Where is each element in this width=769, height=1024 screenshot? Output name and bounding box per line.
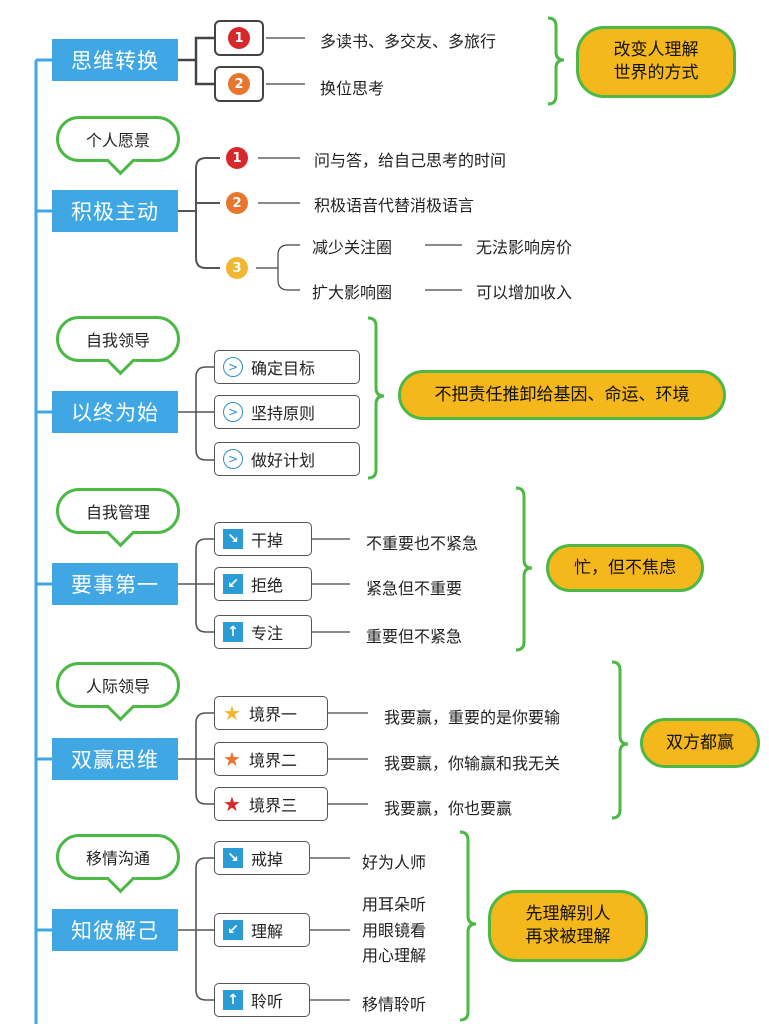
star-icon: ★ bbox=[223, 701, 241, 725]
arrow-down-left-icon: ↙ bbox=[223, 574, 243, 594]
habit-node-begin-with-end[interactable]: 以终为始 bbox=[52, 391, 178, 433]
item-text: 好为人师 bbox=[362, 853, 427, 872]
item-text: 不重要也不紧急 bbox=[366, 534, 479, 553]
sub-item-label: 拒绝 bbox=[251, 576, 284, 595]
sub-item-box[interactable]: > 确定目标 bbox=[214, 350, 360, 384]
sub-item-label: 境界一 bbox=[248, 705, 297, 724]
bubble-label: 个人愿景 bbox=[56, 116, 180, 162]
item-text: 积极语音代替消极语言 bbox=[314, 196, 475, 215]
item-badge-1: 1 bbox=[214, 20, 264, 56]
number-three-icon: 3 bbox=[226, 257, 248, 279]
habit-node-be-proactive[interactable]: 积极主动 bbox=[52, 190, 178, 232]
item-text-line: 用心理解 bbox=[362, 946, 427, 966]
item-text: 多读书、多交友、多旅行 bbox=[320, 32, 497, 51]
sub-item-box[interactable]: ★ 境界二 bbox=[214, 742, 328, 776]
item-text: 问与答，给自己思考的时间 bbox=[314, 151, 507, 170]
habit-node-first-things-first[interactable]: 要事第一 bbox=[52, 563, 178, 605]
sub-item-box[interactable]: > 坚持原则 bbox=[214, 395, 360, 429]
sub-item-label: 专注 bbox=[251, 624, 284, 643]
sub-item-label: 扩大影响圈 bbox=[312, 283, 393, 302]
sub-item-box[interactable]: ★ 境界三 bbox=[214, 787, 328, 821]
sub-item-box[interactable]: ↘ 戒掉 bbox=[214, 841, 310, 875]
number-one-icon: 1 bbox=[226, 147, 248, 169]
summary-pill: 忙，但不焦虑 bbox=[546, 544, 704, 592]
summary-pill: 双方都赢 bbox=[640, 718, 760, 768]
arrow-down-left-icon: ↙ bbox=[223, 920, 243, 940]
sub-item-label: 干掉 bbox=[251, 531, 284, 550]
habit-node-mindset-shift[interactable]: 思维转换 bbox=[52, 39, 178, 81]
arrow-up-icon: ↑ bbox=[223, 990, 243, 1010]
sub-item-label: 聆听 bbox=[251, 992, 284, 1011]
item-text: 我要赢，重要的是你要输 bbox=[384, 708, 561, 727]
sub-item-label: 坚持原则 bbox=[251, 404, 316, 423]
arrow-down-right-icon: ↘ bbox=[223, 529, 243, 549]
sub-item-label: 境界二 bbox=[248, 751, 297, 770]
item-text: 我要赢，你也要赢 bbox=[384, 799, 513, 818]
sub-item-label: 减少关注圈 bbox=[312, 238, 393, 257]
item-text-lines: 用耳朵听 用眼镜看 用心理解 bbox=[362, 892, 426, 969]
chevron-right-icon: > bbox=[223, 449, 243, 469]
item-text: 我要赢，你输赢和我无关 bbox=[384, 754, 561, 773]
sub-item-box[interactable]: > 做好计划 bbox=[214, 442, 360, 476]
habit-node-think-win-win[interactable]: 双赢思维 bbox=[52, 738, 178, 780]
sub-item-label: 做好计划 bbox=[251, 451, 316, 470]
sub-item-label: 确定目标 bbox=[251, 359, 316, 378]
sub-item-label: 境界三 bbox=[248, 796, 297, 815]
sub-item-box[interactable]: ↙ 拒绝 bbox=[214, 567, 312, 601]
item-badge-2: 2 bbox=[214, 66, 264, 102]
habit-node-seek-first-to-understand[interactable]: 知彼解己 bbox=[52, 909, 178, 951]
sub-item-box[interactable]: ↑ 专注 bbox=[214, 615, 312, 649]
sub-item-box[interactable]: ★ 境界一 bbox=[214, 696, 328, 730]
summary-pill: 先理解别人 再求被理解 bbox=[488, 890, 648, 962]
item-text-line: 用眼镜看 bbox=[362, 920, 427, 940]
number-two-icon: 2 bbox=[226, 192, 248, 214]
item-text: 换位思考 bbox=[320, 79, 385, 98]
item-text: 移情聆听 bbox=[362, 995, 427, 1014]
chevron-right-icon: > bbox=[223, 357, 243, 377]
number-one-icon: 1 bbox=[228, 27, 250, 49]
sub-item-result: 可以增加收入 bbox=[476, 283, 573, 302]
arrow-up-icon: ↑ bbox=[223, 622, 243, 642]
sub-item-box[interactable]: ↘ 干掉 bbox=[214, 522, 312, 556]
sub-item-label: 戒掉 bbox=[251, 850, 284, 869]
chevron-right-icon: > bbox=[223, 402, 243, 422]
sub-item-box[interactable]: ↑ 聆听 bbox=[214, 983, 310, 1017]
item-text: 重要但不紧急 bbox=[366, 627, 463, 646]
item-text-line: 用耳朵听 bbox=[362, 895, 427, 914]
summary-pill: 改变人理解 世界的方式 bbox=[576, 26, 736, 98]
sub-item-result: 无法影响房价 bbox=[476, 238, 573, 257]
sub-item-box[interactable]: ↙ 理解 bbox=[214, 913, 310, 947]
star-icon: ★ bbox=[223, 792, 241, 816]
arrow-down-right-icon: ↘ bbox=[223, 848, 243, 868]
number-two-icon: 2 bbox=[228, 73, 250, 95]
star-icon: ★ bbox=[223, 747, 241, 771]
sub-item-label: 理解 bbox=[251, 922, 284, 941]
summary-pill: 不把责任推卸给基因、命运、环境 bbox=[398, 370, 726, 420]
item-text: 紧急但不重要 bbox=[366, 579, 463, 598]
